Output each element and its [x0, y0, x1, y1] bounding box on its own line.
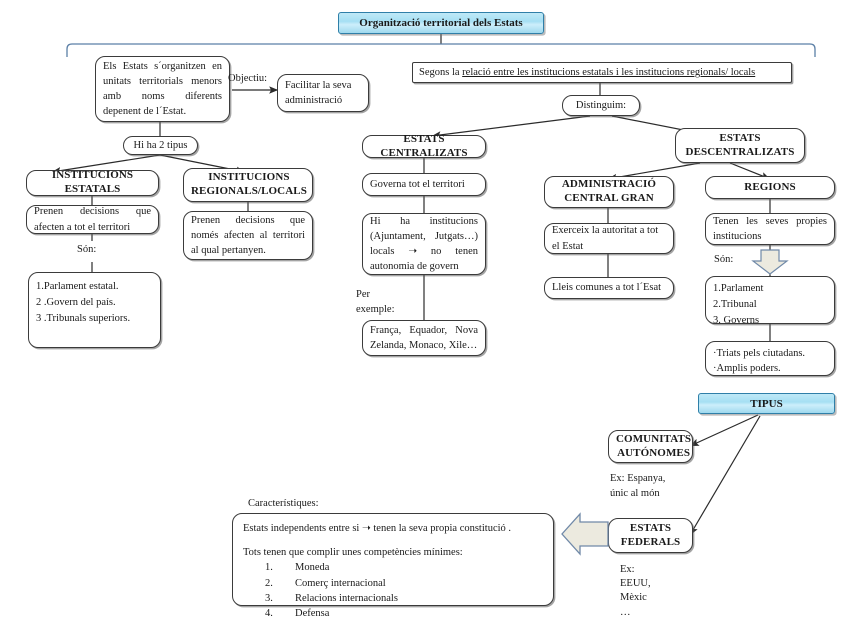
left-arrow-icon [561, 512, 609, 556]
institucions-regionals-title: INSTITUCIONS REGIONALS/LOCALS [183, 168, 313, 202]
caracteristiques-box: Estats independents entre si ➝ tenen la … [232, 513, 554, 619]
caracteristiques-line1: Estats independents entre si ➝ tenen la … [243, 523, 512, 534]
caracteristiques-label: Característiques: [248, 498, 319, 509]
regions-title-text: REGIONS [744, 180, 796, 193]
title-box: Organització territorial dels Estats [338, 12, 544, 34]
distinguim-text: Distinguim: [575, 99, 627, 111]
institucions-regionals-desc: Prenen decisions que només afecten al te… [183, 211, 313, 260]
objectiu-box: Facilitar la seva administració [277, 74, 369, 112]
list-item: 2 .Govern del país. [36, 296, 116, 308]
tipus-header-box: TIPUS [698, 393, 835, 414]
regions-extra-text: ·Triats pels ciutadans. ·Amplis poders. [713, 348, 806, 375]
son-label-left: Són: [77, 244, 97, 255]
governa-text: Governa tot el territori [370, 178, 465, 190]
comunitats-autonomes-title: COMUNITATS AUTÓNOMES [616, 432, 692, 459]
institucions-regionals-desc-text: Prenen decisions que només afecten al te… [191, 214, 305, 257]
institucions-estatals-title-text: INSTITUCIONS ESTATALS [51, 169, 134, 195]
son-label-regions: Són: [714, 254, 734, 265]
institucions-locals-text: Hi ha institucions (Ajuntament, Jutgats…… [370, 215, 478, 273]
lleis-box: Lleis comunes a tot l´Esat [544, 277, 674, 299]
intro-box: Els Estats s´organitzen en unitats terri… [95, 56, 230, 122]
regions-list-box: 1.Parlament 2.Tribunal 3. Governs [705, 276, 835, 326]
autoritat-text: Exerceix la autoritat a tot el Estat [552, 225, 659, 252]
estats-centralizats-title: ESTATS CENTRALIZATS [362, 132, 486, 159]
list-item: Moneda [295, 562, 330, 574]
list-item: 3 .Tribunals superiors. [36, 312, 131, 324]
institucions-regionals-title-text: INSTITUCIONS REGIONALS/LOCALS [191, 171, 307, 197]
institucions-locals-box: Hi ha institucions (Ajuntament, Jutgats…… [362, 213, 486, 275]
criteria-underlined: relació entre les institucions estatals … [462, 66, 756, 78]
comunitats-autonomes-box: COMUNITATS AUTÓNOMES [608, 430, 693, 463]
hi-ha-2-tipus-box: Hi ha 2 tipus [123, 136, 198, 155]
caracteristiques-line2: Tots tenen que complir unes competències… [243, 547, 463, 559]
title-text: Organització territorial dels Estats [359, 17, 523, 29]
estats-descentralizats-title: ESTATS DESCENTRALIZATS [675, 128, 805, 163]
list-item: 1.Parlament estatal. [36, 281, 119, 292]
regions-extra-box: ·Triats pels ciutadans. ·Amplis poders. [705, 341, 835, 376]
down-arrow-icon [751, 249, 789, 275]
estats-federals-title: ESTATS FEDERALS [620, 521, 681, 548]
institucions-estatals-desc: Prenen decisions que afecten a tot el te… [26, 205, 159, 234]
distinguim-box: Distinguim: [562, 95, 640, 116]
per-exemple-label: Per exemple: [356, 289, 395, 315]
regions-title: REGIONS [705, 176, 835, 199]
objectiu-label: Objectiu: [228, 73, 268, 84]
comunitats-example: Ex: Espanya, únic al món [610, 473, 666, 499]
governa-box: Governa tot el territori [362, 173, 486, 196]
criteria-prefix: Segons la [419, 66, 463, 78]
federals-example: Ex: EEUU, Mèxic … [620, 564, 651, 618]
tipus-header-text: TIPUS [750, 397, 783, 410]
administracio-central-title: ADMINISTRACIÓ CENTRAL GRAN [544, 176, 674, 208]
list-item: Defensa [295, 608, 330, 620]
estats-descentralizats-title-text: ESTATS DESCENTRALIZATS [685, 131, 795, 158]
hi-ha-2-tipus-text: Hi ha 2 tipus [133, 139, 188, 151]
regions-propies-box: Tenen les seves propies institucions [705, 213, 835, 245]
exemples-centralizats-text: França, Equador, Nova Zelanda, Monaco, X… [370, 324, 478, 351]
lleis-text: Lleis comunes a tot l´Esat [552, 282, 662, 294]
estats-federals-box: ESTATS FEDERALS [608, 518, 693, 553]
institucions-estatals-title: INSTITUCIONS ESTATALS [26, 169, 159, 196]
institucions-estatals-list: 1.Parlament estatal. 2 .Govern del país.… [28, 272, 161, 348]
objectiu-text: Facilitar la seva administració [285, 79, 352, 106]
intro-text: Els Estats s´organitzen en unitats terri… [103, 60, 222, 118]
list-item: 3. Governs [713, 314, 760, 326]
administracio-central-title-text: ADMINISTRACIÓ CENTRAL GRAN [561, 178, 657, 204]
list-item: 1.Parlament [713, 283, 764, 294]
institucions-estatals-desc-text: Prenen decisions que afecten a tot el te… [34, 206, 151, 233]
list-item: Relacions internacionals [295, 592, 398, 604]
list-item: 2.Tribunal [713, 298, 757, 310]
regions-propies-text: Tenen les seves propies institucions [713, 215, 827, 242]
estats-centralizats-title-text: ESTATS CENTRALIZATS [380, 132, 468, 159]
exemples-centralizats-box: França, Equador, Nova Zelanda, Monaco, X… [362, 320, 486, 356]
criteria-box: Segons la relació entre les institucions… [412, 62, 792, 83]
list-item: Comerç internacional [295, 577, 386, 589]
autoritat-box: Exerceix la autoritat a tot el Estat [544, 223, 674, 254]
